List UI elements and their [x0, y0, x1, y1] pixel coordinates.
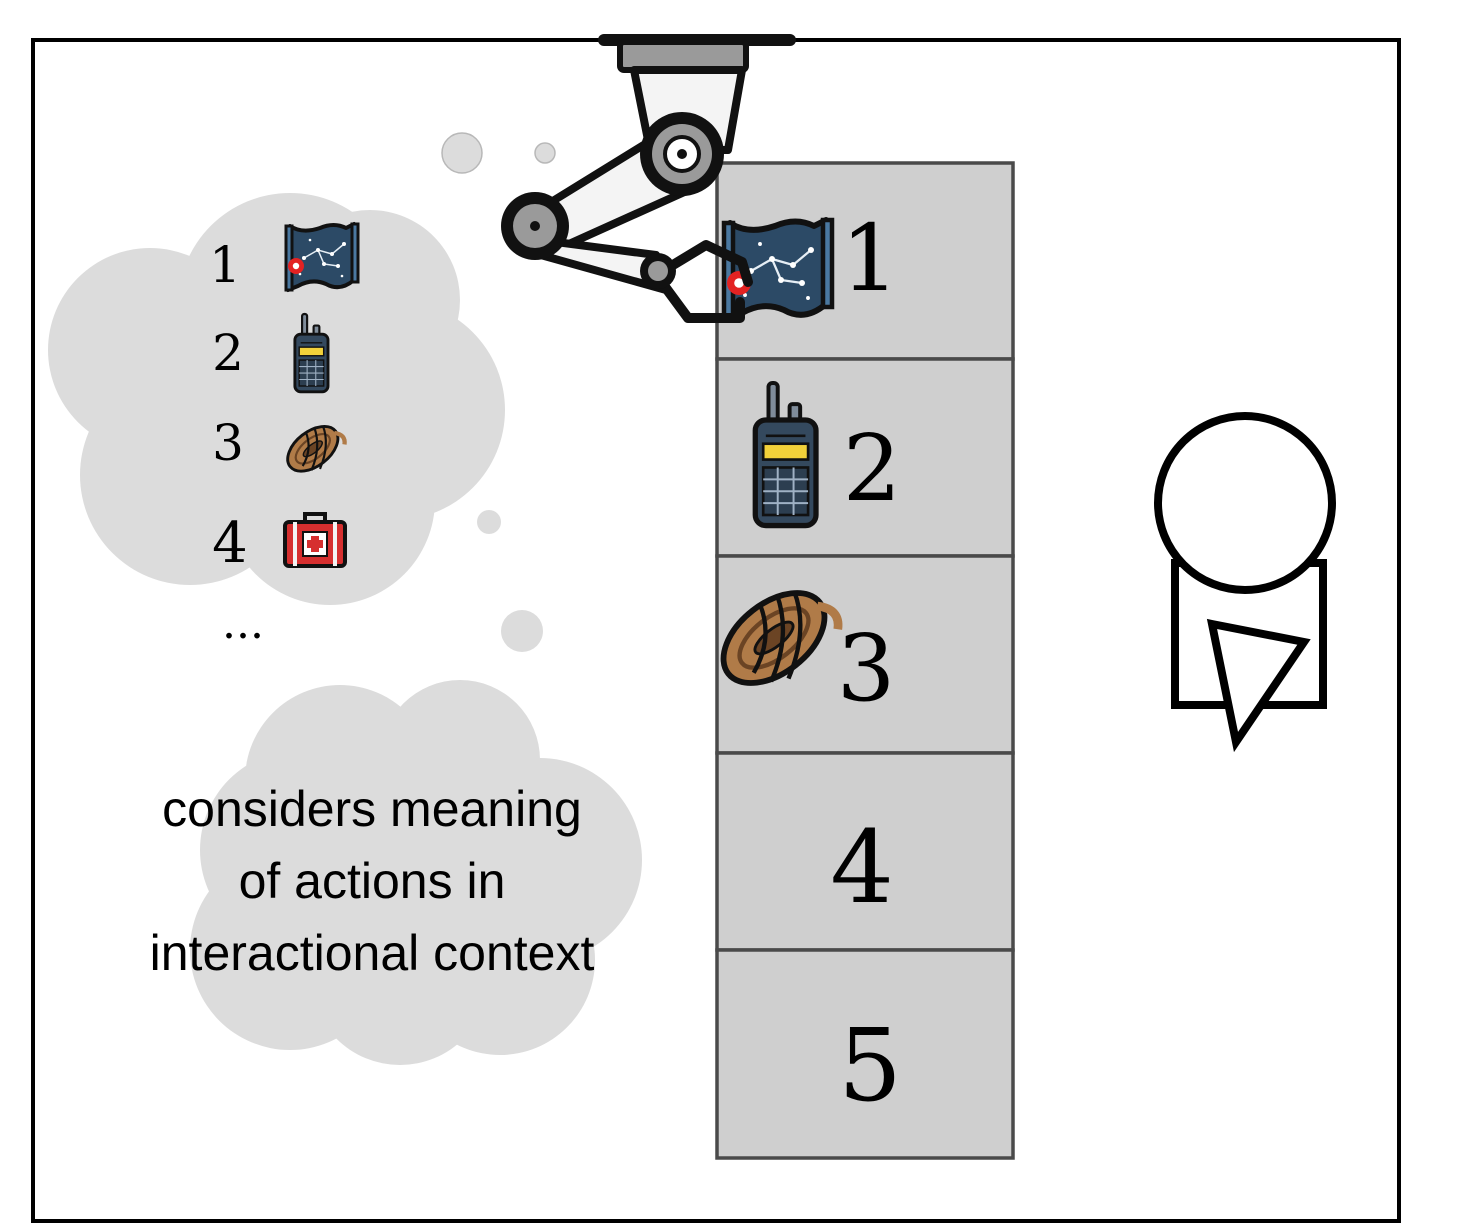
shelf-number-2: 2 — [843, 415, 902, 522]
caption-line-2: of actions in — [239, 853, 506, 909]
shelf-number-3: 3 — [837, 615, 896, 722]
star-map-icon — [284, 222, 360, 292]
shelf-number-1: 1 — [841, 205, 900, 312]
shelf-number-5: 5 — [838, 1007, 902, 1124]
thought-cloud-caption — [190, 680, 642, 1065]
thought-list: 1 2 3 4 ... — [209, 222, 360, 649]
thought-cloud-list — [48, 193, 505, 605]
thought-bubble-dots — [441, 132, 556, 652]
shelf: 1 2 3 4 5 — [707, 161, 1015, 1160]
first-aid-kit-icon — [283, 512, 347, 568]
caption-line-3: interactional context — [150, 925, 595, 981]
list-ellipsis: ... — [222, 598, 264, 649]
robot-arm-icon — [501, 34, 796, 323]
list-number: 1 — [209, 236, 241, 294]
shelf-number-4: 4 — [830, 809, 894, 926]
caption: considers meaning of actions in interact… — [150, 781, 595, 981]
caption-line-1: considers meaning — [162, 781, 582, 837]
person-icon — [1154, 412, 1336, 753]
shelf-cell-5[interactable] — [715, 948, 1015, 1160]
list-number: 2 — [212, 324, 244, 382]
list-number: 4 — [212, 511, 248, 576]
list-number: 3 — [212, 414, 244, 472]
